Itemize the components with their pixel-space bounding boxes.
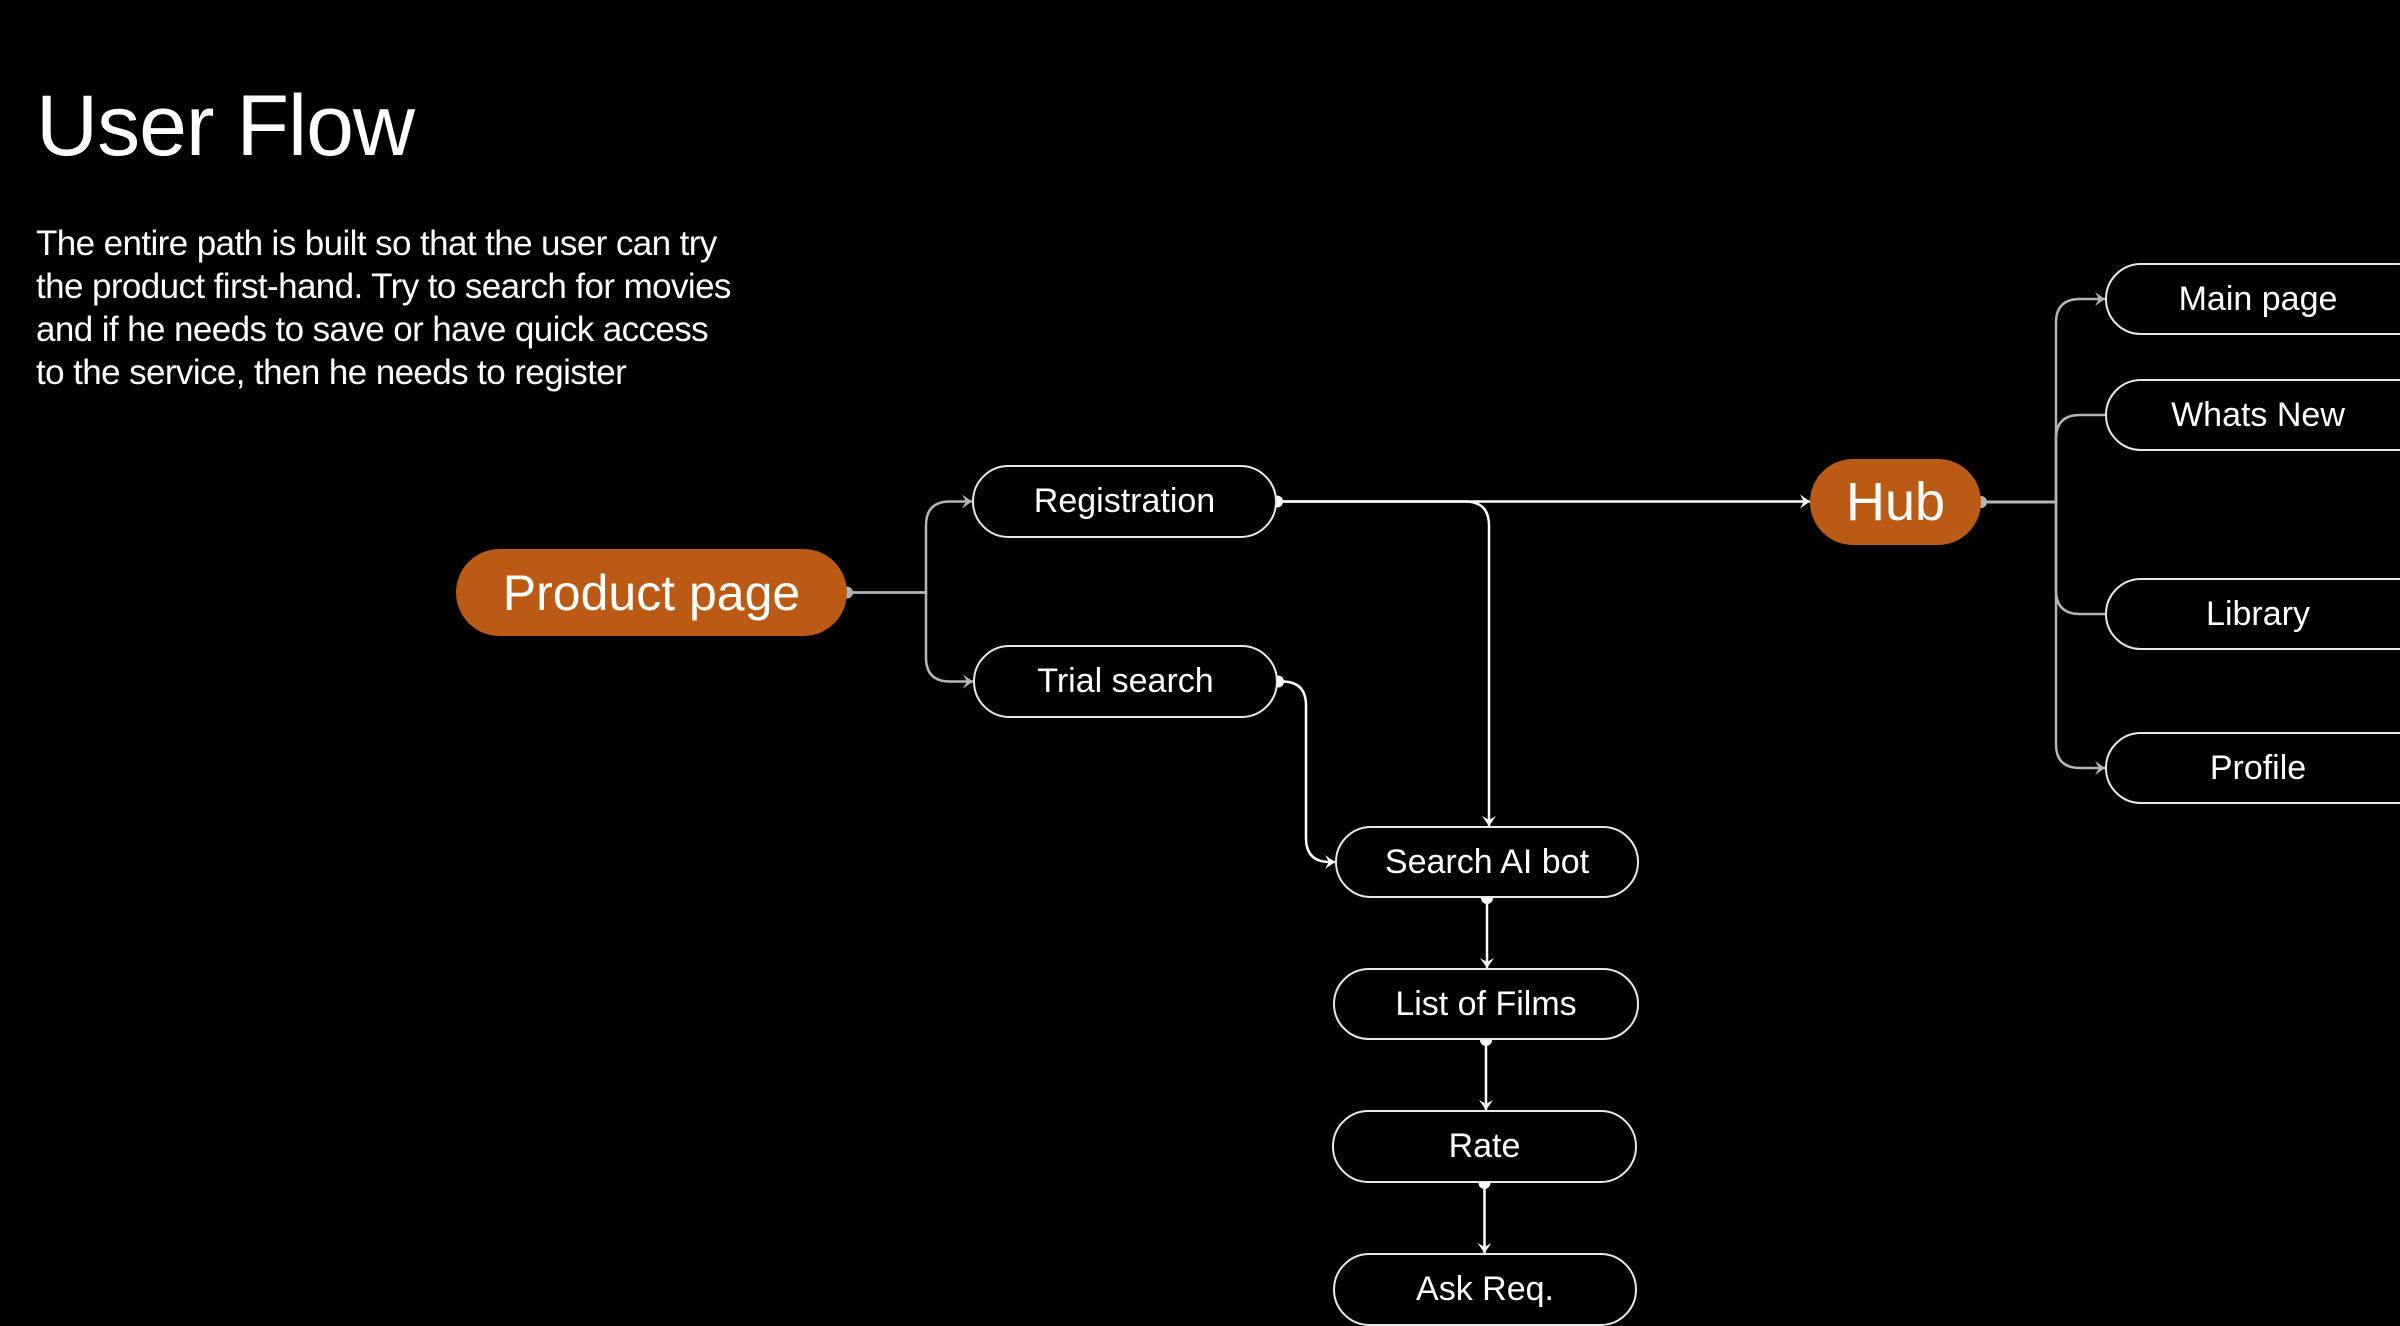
edge-rate-to-ask-req-arrowhead: [1477, 1243, 1492, 1253]
description-line: The entire path is built so that the use…: [36, 224, 717, 263]
edge-trial-search-to-search-ai-bot: [1278, 680, 1335, 864]
node-search-ai-bot[interactable]: Search AI bot: [1335, 826, 1639, 898]
page-title: User Flow: [36, 78, 415, 174]
edge-product-page-to-trial-search: [847, 591, 973, 683]
description-line: and if he needs to save or have quick ac…: [36, 310, 709, 349]
edge-product-page-to-registration: [847, 500, 972, 594]
edge-product-page-to-registration-arrowhead: [962, 494, 972, 509]
node-whats-new[interactable]: Whats New: [2105, 379, 2400, 451]
node-registration[interactable]: Registration: [972, 465, 1277, 538]
edge-hub-to-main-page-arrowhead: [2095, 292, 2105, 306]
node-ask-req[interactable]: Ask Req.: [1333, 1253, 1637, 1326]
node-trial-search[interactable]: Trial search: [973, 645, 1278, 718]
edge-trial-search-to-search-ai-bot-arrowhead: [1325, 855, 1335, 869]
node-product-page[interactable]: Product page: [456, 549, 847, 636]
edge-hub-to-profile-arrowhead: [2095, 761, 2105, 775]
node-list-of-films[interactable]: List of Films: [1333, 968, 1639, 1040]
node-library[interactable]: Library: [2105, 578, 2400, 650]
edge-hub-to-library: [1981, 500, 2105, 616]
edge-hub-to-profile: [1981, 500, 2105, 770]
node-hub[interactable]: Hub: [1810, 459, 1981, 545]
edge-registration-to-hub-arrowhead: [1800, 494, 1810, 509]
page-description: The entire path is built so that the use…: [36, 222, 796, 394]
edge-registration-to-search-ai-bot: [1277, 500, 1491, 826]
edge-hub-to-main-page: [1981, 297, 2105, 504]
edge-list-of-films-to-rate-arrowhead: [1479, 1100, 1493, 1110]
edge-search-ai-bot-to-list-of-films-arrowhead: [1480, 958, 1494, 968]
description-line: the product first-hand. Try to search fo…: [36, 267, 731, 306]
edge-product-page-to-trial-search-arrowhead: [963, 674, 973, 689]
description-line: to the service, then he needs to registe…: [36, 353, 627, 392]
node-main-page[interactable]: Main page: [2105, 263, 2400, 335]
node-rate[interactable]: Rate: [1332, 1110, 1637, 1183]
edge-registration-to-search-ai-bot-arrowhead: [1482, 816, 1496, 826]
edge-hub-to-whats-new: [1981, 413, 2105, 504]
node-profile[interactable]: Profile: [2105, 732, 2400, 804]
